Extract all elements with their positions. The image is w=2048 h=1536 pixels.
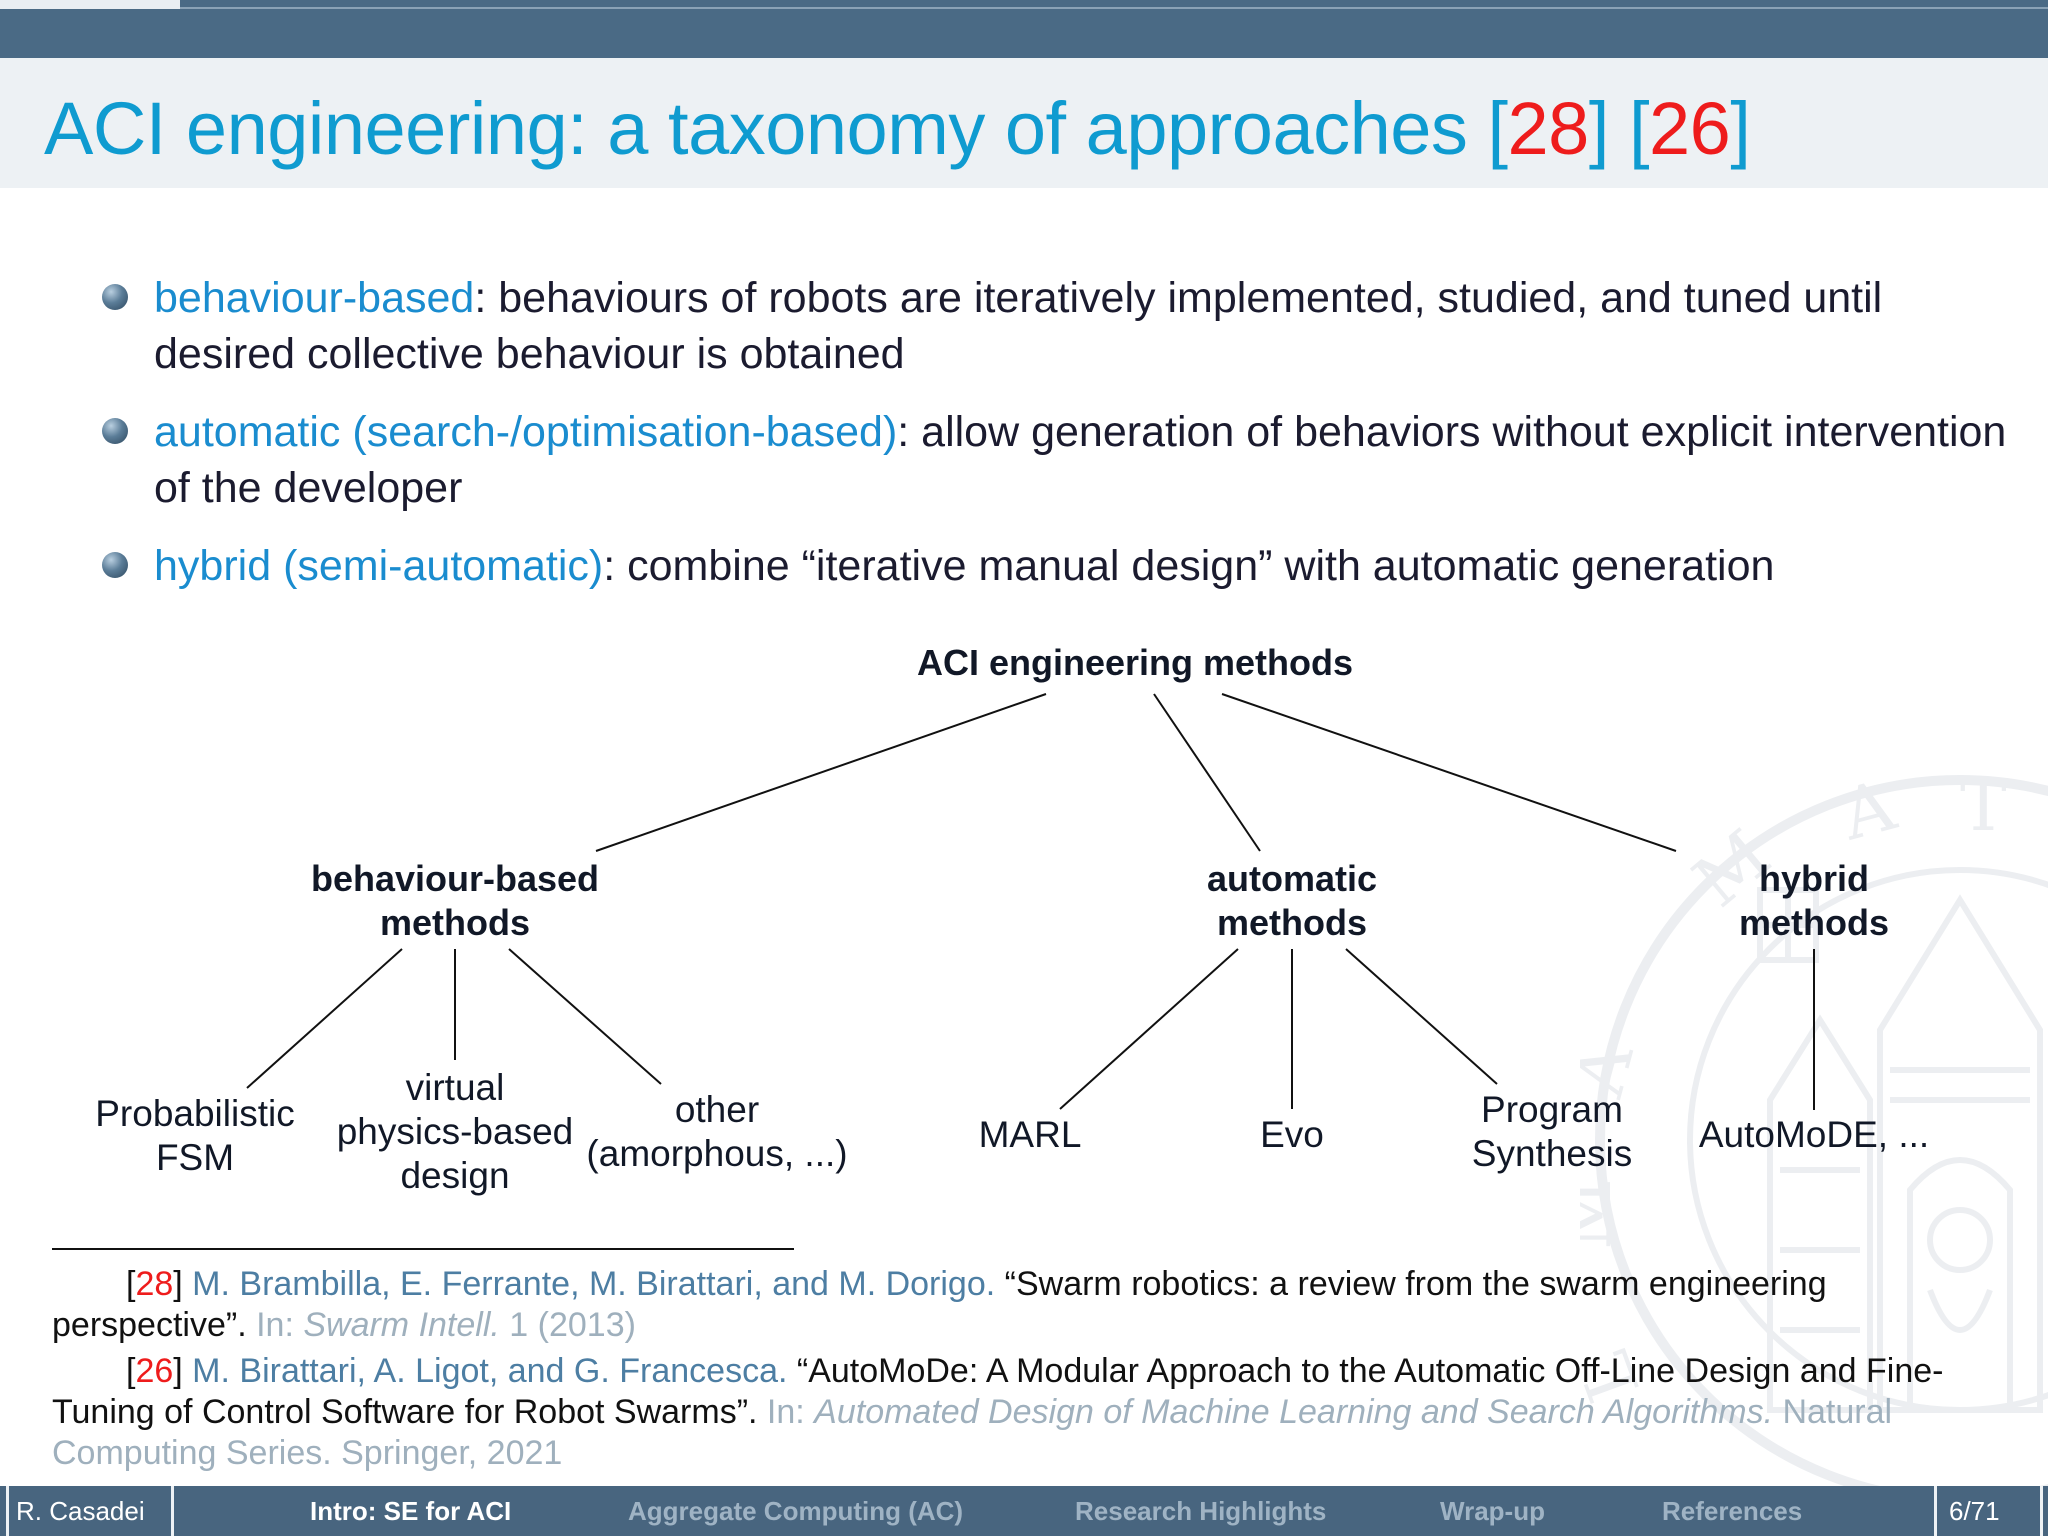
bullet-behaviour-based: behaviour-based: behaviours of robots ar… (102, 270, 2022, 382)
bottom-navigation-bar: R. Casadei Intro: SE for ACI Aggregate C… (0, 1486, 2048, 1536)
leaf-label-line: FSM (155, 1137, 235, 1178)
footnote-citation-28[interactable]: [28] (126, 1265, 183, 1303)
bullet-term: behaviour-based (154, 274, 475, 322)
footnote-details: Natural Computing Series. Springer, 2021 (52, 1393, 1893, 1472)
leaf-label-line: Synthesis (1471, 1133, 1633, 1174)
footer-author: R. Casadei (16, 1496, 145, 1526)
branch-label-line: methods (1216, 902, 1367, 943)
svg-text:M: M (1580, 1178, 1627, 1250)
title-band (0, 58, 2048, 188)
svg-text:T: T (1960, 770, 2007, 847)
ball-bullet-icon (102, 284, 128, 310)
nav-section-references[interactable]: References (1662, 1496, 1803, 1526)
ball-bullet-icon (102, 552, 128, 578)
top-strip-line (180, 7, 2048, 9)
edge-root-hybrid (1221, 693, 1677, 852)
title-citation-28[interactable]: [28] (1487, 87, 1609, 170)
bullet-description: combine “iterative manual design” with a… (615, 542, 1775, 590)
top-navigation-strip (0, 0, 2048, 58)
slide-title-text: ACI engineering: a taxonomy of approache… (44, 87, 1488, 170)
footnote-in: In: (246, 1306, 304, 1344)
footnote-separator (52, 1248, 794, 1250)
footnote-venue: Swarm Intell. (303, 1306, 500, 1344)
edge-root-behaviour (595, 693, 1047, 852)
footer-separator (2040, 1486, 2043, 1536)
tree-leaf-virtual-physics: virtual physics-based design (315, 1066, 595, 1198)
footnote-title: “Swarm robotics: a review from the swarm… (52, 1265, 1827, 1344)
footer-page-number: 6/71 (1949, 1496, 2000, 1526)
bullet-term: hybrid (semi-automatic) (154, 542, 604, 590)
leaf-label-line: Evo (1260, 1114, 1324, 1155)
tree-branch-hybrid: hybrid methods (1689, 857, 1939, 945)
leaf-label-line: physics-based (336, 1111, 574, 1152)
tree-branch-behaviour-based: behaviour-based methods (255, 857, 655, 945)
tree-leaf-marl: MARL (930, 1113, 1130, 1157)
nav-section-research-highlights[interactable]: Research Highlights (1075, 1496, 1327, 1526)
leaf-label-line: Probabilistic (95, 1093, 295, 1134)
footnote-venue: Automated Design of Machine Learning and… (814, 1393, 1774, 1431)
branch-label-line: behaviour-based (310, 858, 600, 899)
bullet-description: behaviours of robots are iteratively imp… (154, 274, 1883, 378)
slide-title: ACI engineering: a taxonomy of approache… (44, 86, 1751, 171)
tree-leaf-program-synthesis: Program Synthesis (1432, 1088, 1672, 1176)
bullet-text: hybrid (semi-automatic): combine “iterat… (154, 542, 1775, 590)
tree-leaf-other-amorphous: other (amorphous, ...) (575, 1088, 859, 1176)
nav-section-wrap-up[interactable]: Wrap-up (1440, 1496, 1545, 1526)
footer-separator (171, 1486, 174, 1536)
bullet-description: allow generation of behaviors without ex… (154, 408, 2007, 512)
leaf-label-line: MARL (978, 1114, 1082, 1155)
footnote-title: “AutoMoDe: A Modular Approach to the Aut… (52, 1352, 1944, 1431)
footnote-citation-26[interactable]: [26] (126, 1352, 183, 1390)
tree-branch-automatic: automatic methods (1142, 857, 1442, 945)
nav-section-aggregate-computing[interactable]: Aggregate Computing (AC) (628, 1496, 964, 1526)
footnote-authors: M. Birattari, A. Ligot, and G. Francesca… (182, 1352, 788, 1390)
tree-root-node: ACI engineering methods (916, 642, 1354, 683)
footnote-26: [26] M. Birattari, A. Ligot, and G. Fran… (52, 1351, 1992, 1474)
leaf-label-line: design (400, 1155, 510, 1196)
footer-separator (1934, 1486, 1937, 1536)
footnote-authors: M. Brambilla, E. Ferrante, M. Birattari,… (182, 1265, 996, 1303)
edge-behaviour-other (508, 948, 662, 1085)
footnote-in: In: (757, 1393, 815, 1431)
branch-label-line: methods (1738, 902, 1889, 943)
bullet-text: behaviour-based: behaviours of robots ar… (154, 274, 1883, 378)
footer-separator (6, 1486, 9, 1536)
footnote-28: [28] M. Brambilla, E. Ferrante, M. Birat… (52, 1264, 1992, 1346)
bullet-automatic: automatic (search-/optimisation-based): … (102, 404, 2022, 516)
bullet-text: automatic (search-/optimisation-based): … (154, 408, 2007, 512)
leaf-label-line: virtual (405, 1067, 505, 1108)
edge-automatic-synthesis (1345, 948, 1498, 1085)
tree-leaf-evo: Evo (1212, 1113, 1372, 1157)
edge-root-automatic (1153, 693, 1261, 852)
title-citation-26[interactable]: [26] (1628, 87, 1751, 170)
nav-section-intro[interactable]: Intro: SE for ACI (310, 1496, 512, 1526)
leaf-label-line: other (674, 1089, 760, 1130)
leaf-label-line: AutoMoDE, ... (1698, 1114, 1930, 1155)
branch-label-line: methods (379, 902, 530, 943)
leaf-label-line: (amorphous, ...) (586, 1133, 848, 1174)
branch-label-line: automatic (1206, 858, 1378, 899)
footnote-details: 1 (2013) (499, 1306, 636, 1344)
edge-behaviour-fsm (246, 948, 403, 1089)
edge-automatic-marl (1059, 948, 1239, 1110)
bullet-term: automatic (search-/optimisation-based) (154, 408, 898, 456)
top-strip-highlight (0, 0, 180, 9)
branch-label-line: hybrid (1758, 858, 1869, 899)
tree-leaf-automode: AutoMoDE, ... (1682, 1113, 1946, 1157)
bullet-hybrid: hybrid (semi-automatic): combine “iterat… (102, 538, 2022, 594)
leaf-label-line: Program (1481, 1089, 1623, 1130)
tree-leaf-probabilistic-fsm: Probabilistic FSM (70, 1092, 320, 1180)
ball-bullet-icon (102, 418, 128, 444)
